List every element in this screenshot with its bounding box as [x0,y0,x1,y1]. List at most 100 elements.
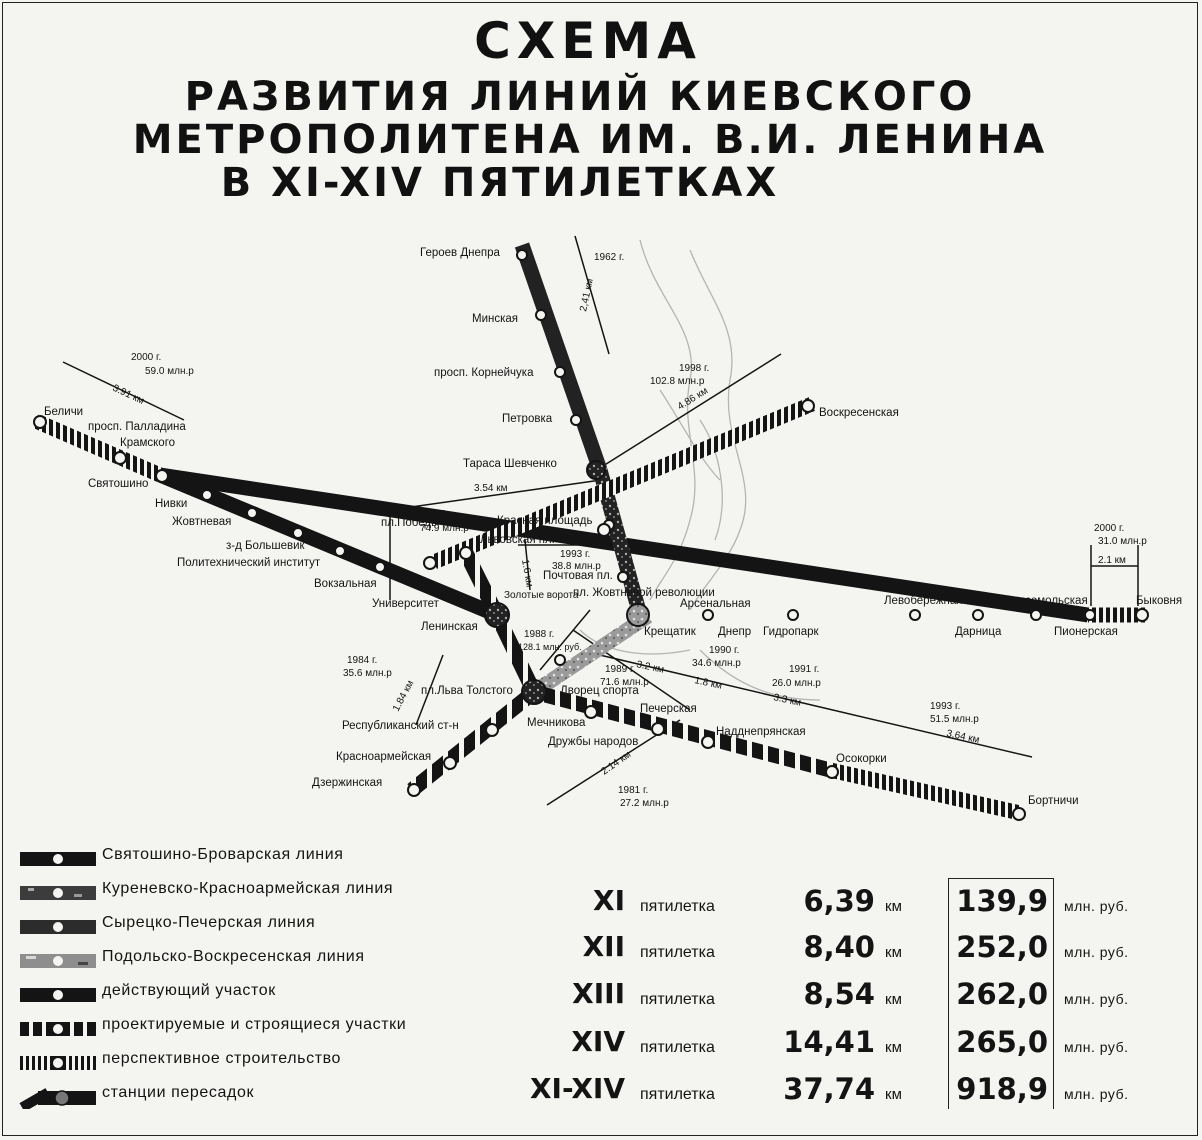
legend-symbol-line-dark-grey [20,920,96,934]
legend: Святошино-Броварская линия Куреневско-Кр… [14,845,454,1117]
plan-period: XII [582,930,625,963]
plan-cost: 262,0 [956,977,1048,1011]
station-chervona: Красная площадь [497,515,592,527]
legend-label: Подольско-Воскресенская линия [102,948,365,965]
station-arsenalna: Арсенальная [680,598,751,610]
station-druzhby: Дружбы народов [548,736,638,748]
legend-symbol-transfer-station [19,1088,96,1109]
station-markers [33,249,1149,821]
dim-1993a-year: 1993 г. [560,549,590,560]
dim-32: 3.2 км [635,659,665,676]
station-tolstoho: пл.Льва Толстого [421,685,513,697]
legend-item: станции пересадок [14,1083,454,1117]
dim-1990-cost: 34.6 млн.р [692,658,741,669]
title-line-1: СХЕМА [474,12,702,70]
dim-1989-year: 1989 г. [605,664,635,675]
legend-symbol-segment-prospective [20,1056,96,1070]
kurenivsko-line-south [407,686,539,796]
plan-cost-unit: млн. руб. [1064,944,1129,960]
dim-1981-cost: 27.2 млн.р [620,798,669,809]
dim-1991-year: 1991 г. [789,664,819,675]
syretsko-prospective-east [828,762,1022,821]
plan-period: XI [592,884,625,917]
dim-2000b-cost: 31.0 млн.р [1098,536,1147,547]
station-minska: Минская [472,313,518,325]
dimension-lines [62,235,1139,806]
station-dzerzhynska: Дзержинская [312,777,382,789]
plan-cost-unit: млн. руб. [1064,898,1129,914]
station-respublikansky: Республиканский ст-н [342,720,459,732]
transfer-station-khreshchatyk [626,603,650,627]
plan-km-unit: км [885,944,902,961]
plan-km: 8,54 [803,977,875,1011]
plan-km: 6,39 [803,884,875,918]
title-line-2: РАЗВИТИЯ ЛИНИЙ КИЕВСКОГО [184,74,976,120]
legend-item: Сырецко-Печерская линия [14,913,454,947]
dim-1991-cost: 26.0 млн.р [772,678,821,689]
station-bykovnia: Быковня [1136,595,1182,607]
station-petrivka: Петровка [502,413,553,425]
legend-item: Святошино-Броварская линия [14,845,454,879]
syretsko-line-center [490,611,541,696]
syretsko-line-southeast [532,684,832,778]
plan-word: пятилетка [640,1039,715,1056]
plan-km-unit: км [885,1039,902,1056]
station-peremohy: пл.Победы [381,517,439,529]
dim-18: 1.8 км [693,675,723,692]
dim-1998-cost: 102.8 млн.р [650,376,705,387]
plan-row: XI пятилетка 6,39 км 139,9 млн. руб. [500,884,1180,928]
plan-cost-unit: млн. руб. [1064,1086,1129,1102]
legend-symbol-line-solid-dark [20,852,96,866]
station-zhovtneva: Жовтневая [172,516,231,528]
plan-cost: 265,0 [956,1025,1048,1059]
station-labels: Героев Днепра Минская просп. Корнейчука … [44,247,1182,807]
station-lvivska: Львовская пл. [480,534,555,546]
dim-2000b-year: 2000 г. [1094,523,1124,534]
station-dnipro: Днепр [718,626,751,638]
dim-364: 3.64 км [945,728,980,746]
legend-item: действующий участок [14,981,454,1015]
dim-1998-year: 1998 г. [679,363,709,374]
station-krasnoarmiyska: Красноармейская [336,751,431,763]
plan-period: XI-XIV [529,1072,625,1105]
station-bortnychi: Бортничи [1028,795,1079,807]
podilsko-voskresenska-line [431,397,815,569]
plan-km-unit: км [885,991,902,1008]
station-polytechnic: Политехнический институт [177,557,321,569]
station-leninska: Ленинская [421,621,478,633]
station-darnytsia: Дарница [955,626,1002,638]
dim-214: 2.14 км [599,749,633,777]
plan-word: пятилетка [640,1086,715,1103]
station-komsomolska: Комсомольская [1004,595,1088,607]
legend-label: перспективное строительство [102,1050,342,1067]
station-pionerska: Пионерская [1054,626,1118,638]
plan-word: пятилетка [640,898,715,915]
legend-label: проектируемые и строящиеся участки [102,1016,407,1033]
dim-2000a-length: 3.91 км [111,383,146,407]
dim-2000a-cost: 59.0 млн.р [145,366,194,377]
plan-row-total: XI-XIV пятилетка 37,74 км 918,9 млн. руб… [500,1072,1180,1116]
legend-item: Подольско-Воскресенская линия [14,947,454,981]
dim-1993a-cost: 38.8 млн.р [552,561,601,572]
plan-cost-unit: млн. руб. [1064,991,1129,1007]
plan-cost: 139,9 [956,884,1048,918]
transfer-stations [484,460,650,705]
station-bilshovyk: з-д Большевик [226,540,306,552]
station-bilychi: Беличи [44,406,83,418]
station-kramskoho: Крамского [120,437,175,449]
dim-1984-year: 1984 г. [347,655,377,666]
legend-label: Сырецко-Печерская линия [102,914,316,931]
plan-cost-unit: млн. руб. [1064,1039,1129,1055]
plan-period: XIV [571,1025,625,1058]
dimension-labels: 1962 г. 2,41 км 1998 г. 102.8 млн.р 4.86… [111,252,1148,809]
station-pecherska: Печерская [640,703,697,715]
station-zhovtnevoi: пл. Жовтневой революции [573,587,715,599]
plan-km-unit: км [885,898,902,915]
legend-label: Куреневско-Красноармейская линия [102,880,394,897]
station-universytet: Университет [372,598,440,610]
plan-period: XIII [572,977,625,1010]
podilsko-line-south [535,609,653,695]
station-hidropark: Гидропарк [763,626,820,638]
station-korniychuka: просп. Корнейчука [434,367,534,379]
